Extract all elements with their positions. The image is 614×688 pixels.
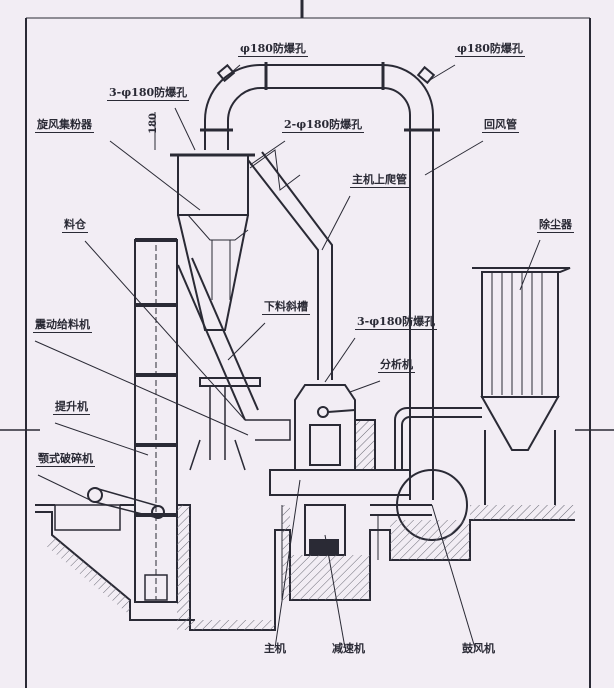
dust-collector-shape <box>472 267 571 505</box>
label-jaw-crusher: 颚式破碎机 <box>36 452 95 467</box>
label-return-air-duct: 回风管 <box>482 118 519 133</box>
label-explosion-hole-right: φ180防爆孔 <box>455 42 525 57</box>
label-blower: 鼓风机 <box>462 642 495 655</box>
label-main-mill: 主机 <box>264 642 286 655</box>
dust-pipe <box>394 407 482 470</box>
label-classifier: 分析机 <box>378 358 415 373</box>
label-vibrating-feeder: 震动给料机 <box>33 318 92 333</box>
label-reducer: 减速机 <box>332 642 365 655</box>
label-main-riser-pipe: 主机上爬管 <box>350 173 409 188</box>
chute-and-feeder <box>177 257 291 471</box>
bucket-elevator-shape <box>134 238 178 603</box>
label-explosion-hole-2: 2-φ180防爆孔 <box>282 118 365 133</box>
jaw-crusher-shape <box>54 487 165 531</box>
label-explosion-hole-3-top: 3-φ180防爆孔 <box>107 86 190 101</box>
leader-lines <box>34 64 541 649</box>
top-duct <box>200 62 440 500</box>
label-explosion-hole-3-mill: 3-φ180防爆孔 <box>355 315 438 330</box>
label-silo: 料仓 <box>62 218 88 233</box>
cyclone-collector-shape <box>170 153 255 331</box>
label-explosion-hole-left: φ180防爆孔 <box>238 42 308 57</box>
foundation <box>35 504 575 631</box>
label-cyclone-collector: 旋风集粉器 <box>35 118 94 133</box>
label-elevator: 提升机 <box>53 400 90 415</box>
riser-duct <box>247 149 333 380</box>
label-dimension-180: 180 <box>148 113 159 134</box>
label-dust-collector: 除尘器 <box>537 218 574 233</box>
label-discharge-chute: 下料斜槽 <box>262 300 310 315</box>
